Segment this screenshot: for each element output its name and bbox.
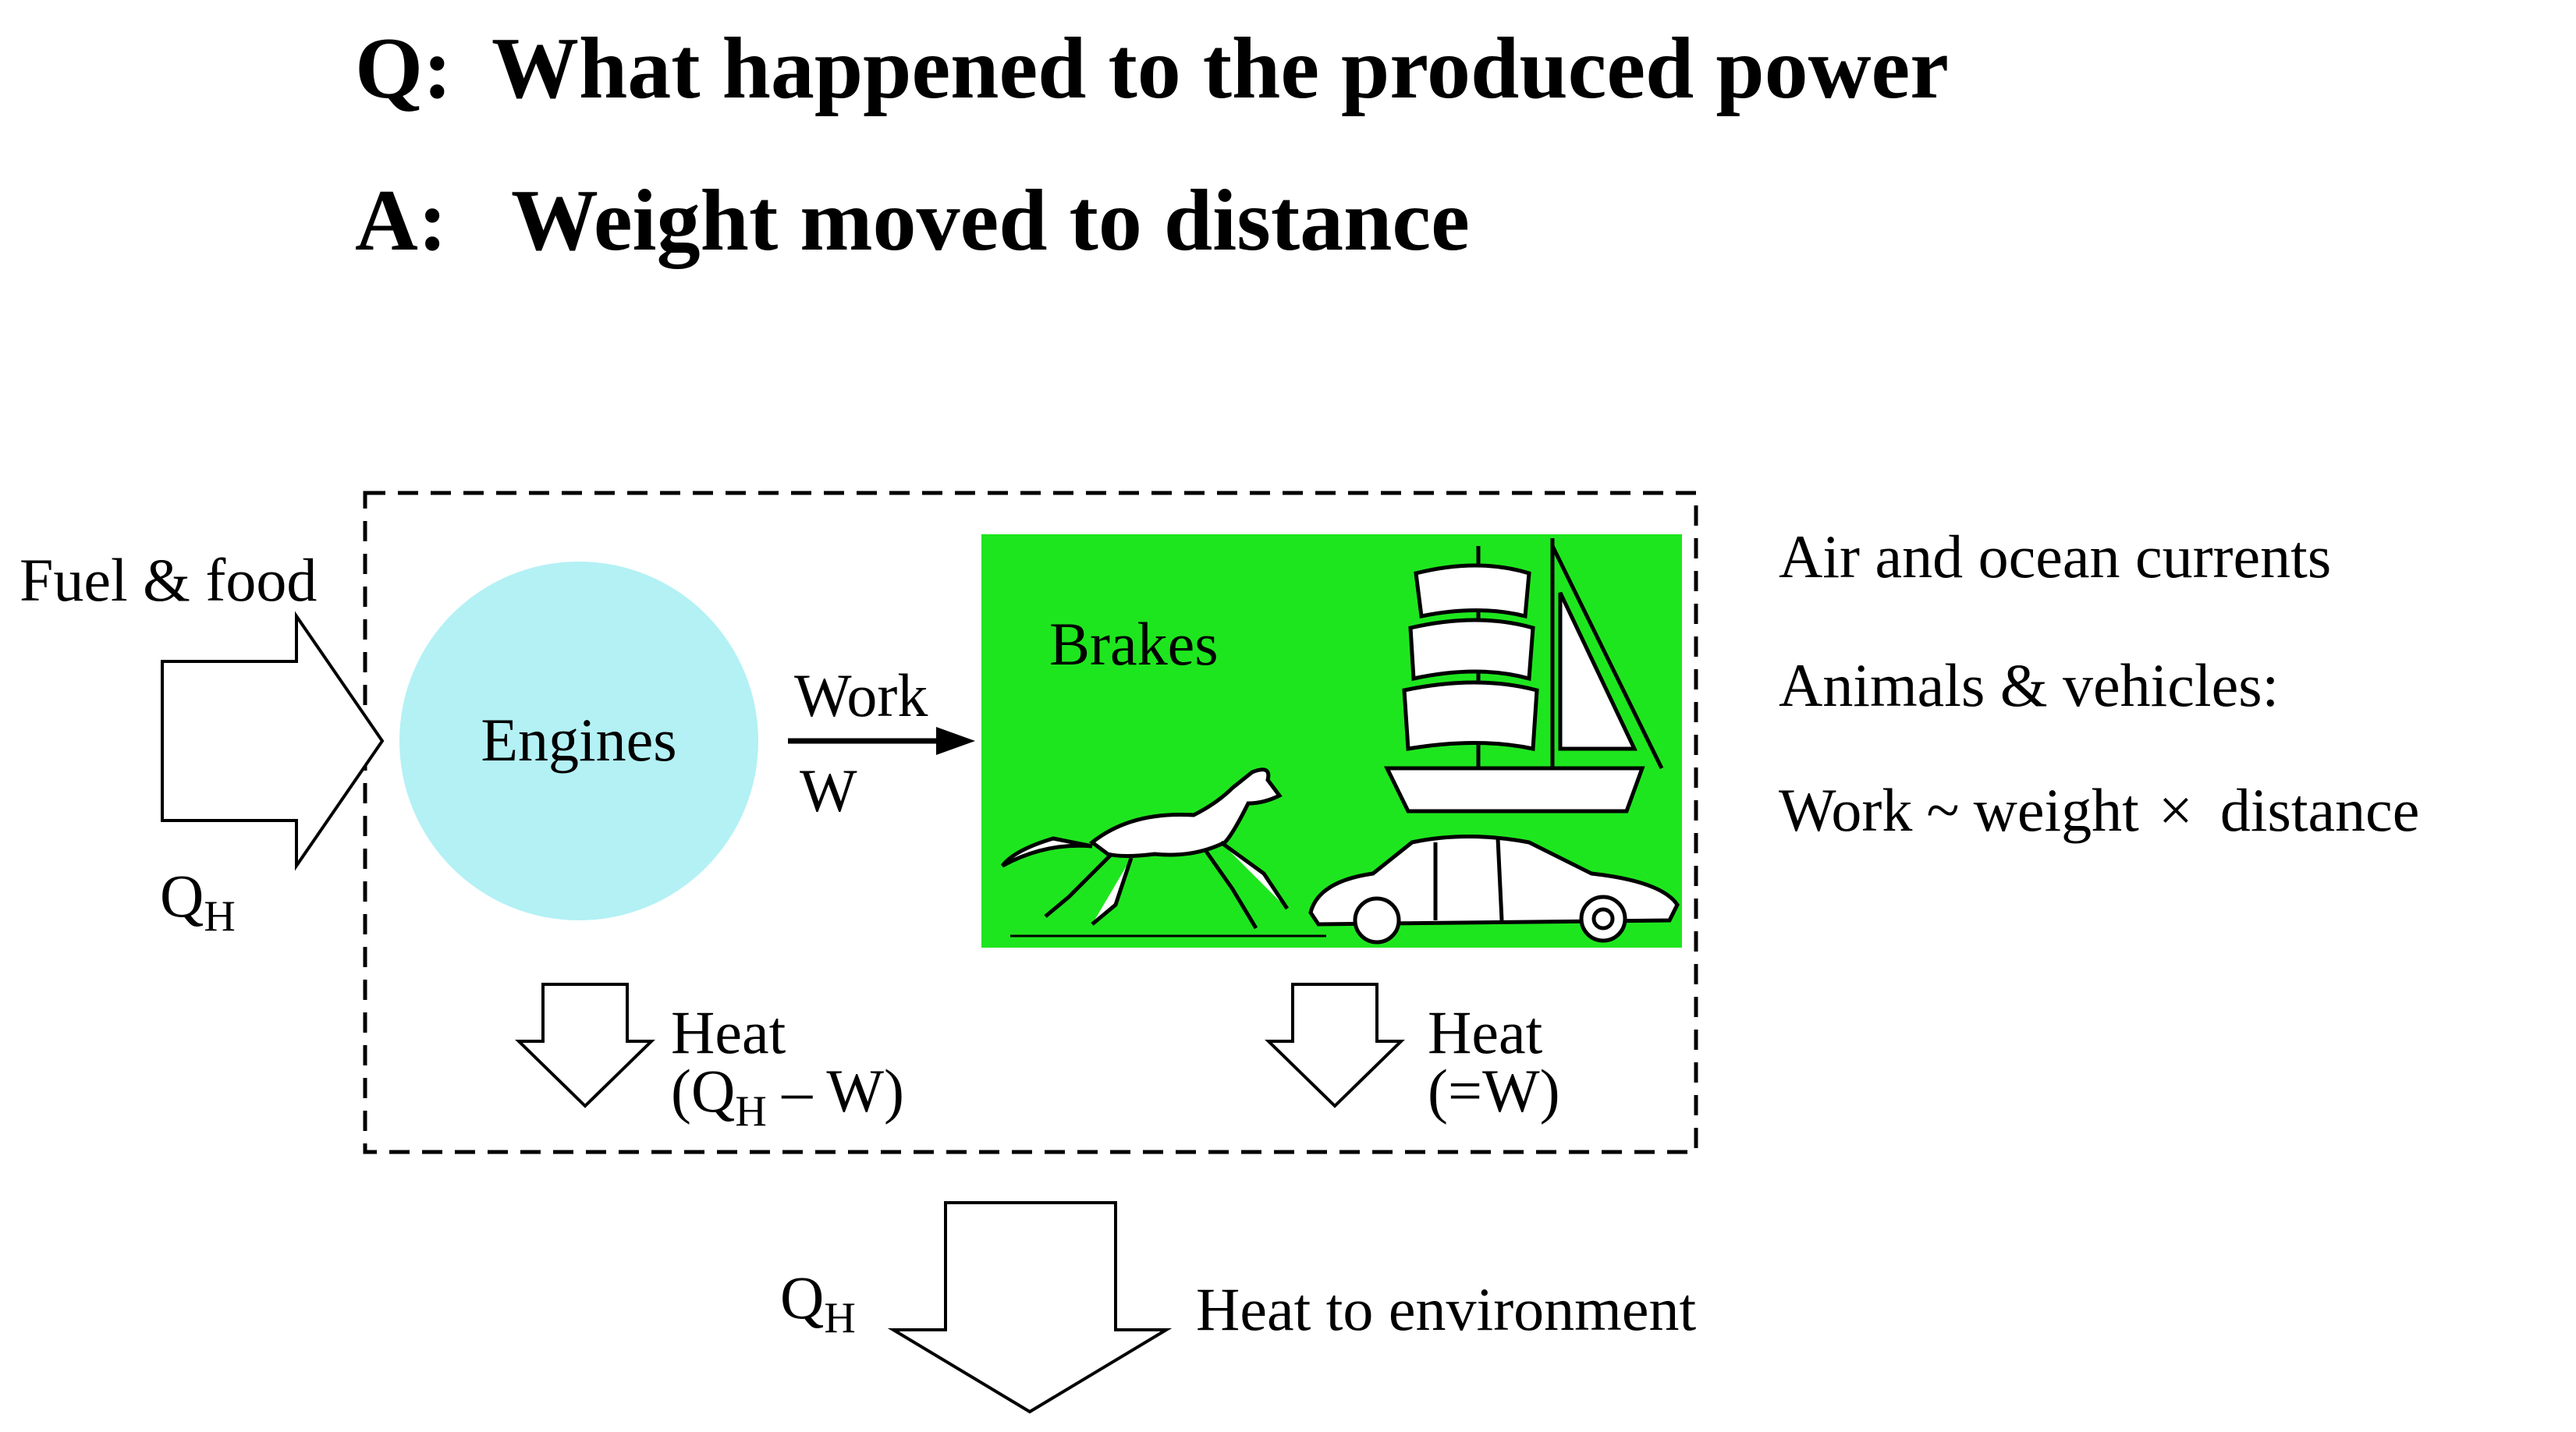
side-note-animals: Animals & vehicles: <box>1779 651 2279 719</box>
heat-brakes-label: Heat <box>1428 998 1543 1066</box>
input-q-label: QH <box>160 862 236 941</box>
car-icon <box>1308 835 1680 945</box>
engines-circle <box>399 562 758 920</box>
input-arrow <box>161 611 385 871</box>
side-note-currents: Air and ocean currents <box>1779 523 2331 590</box>
system-boundary <box>363 491 1698 1154</box>
engines-label: Engines <box>481 706 676 774</box>
work-symbol: W <box>800 757 857 824</box>
output-label: Heat to environment <box>1196 1275 1696 1343</box>
output-q-label: QH <box>780 1264 856 1342</box>
brakes-label: Brakes <box>1049 610 1219 678</box>
question-prefix: Q: <box>355 20 452 117</box>
sailing-ship-icon <box>1383 538 1664 813</box>
heat-engine-label: Heat <box>671 998 786 1066</box>
heat-brakes-arrow <box>1265 983 1405 1108</box>
answer-prefix: A: <box>355 172 447 269</box>
heat-brakes-equation: (=W) <box>1428 1057 1560 1125</box>
output-heat-arrow <box>887 1201 1173 1414</box>
horse-icon <box>1001 767 1326 938</box>
heat-engine-expression: (QH – W) <box>671 1057 904 1136</box>
heat-engine-arrow <box>515 983 655 1108</box>
answer-text: Weight moved to distance <box>511 172 1470 269</box>
question-text: What happened to the produced power <box>491 20 1949 117</box>
input-label: Fuel & food <box>20 546 317 614</box>
work-arrow-head <box>936 727 975 755</box>
work-label: Work <box>794 661 928 729</box>
side-note-work-formula: Work~weight×distance <box>1779 776 2419 844</box>
